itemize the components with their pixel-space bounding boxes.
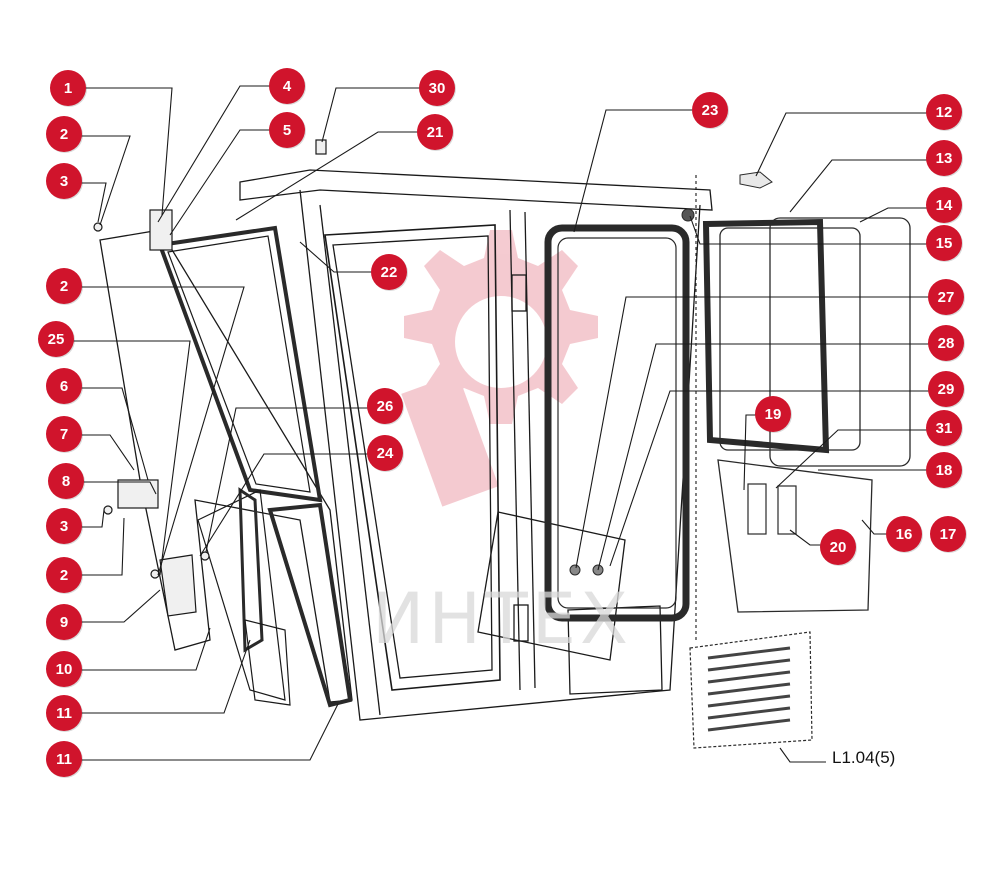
left-door (99, 225, 353, 708)
callout-9[interactable]: 9 (46, 604, 82, 640)
callout-28[interactable]: 28 (928, 325, 964, 361)
callout-4[interactable]: 4 (269, 68, 305, 104)
callout-2-top[interactable]: 2 (46, 116, 82, 152)
callout-17[interactable]: 17 (930, 516, 966, 552)
callout-13[interactable]: 13 (926, 140, 962, 176)
callout-6[interactable]: 6 (46, 368, 82, 404)
callout-26[interactable]: 26 (367, 388, 403, 424)
callout-16[interactable]: 16 (886, 516, 922, 552)
reference-label: L1.04(5) (832, 748, 896, 767)
watermark-text: ИНТЕХ (372, 578, 632, 660)
leader-lines (72, 85, 930, 763)
callout-2-bottom[interactable]: 2 (46, 557, 82, 593)
callout-25[interactable]: 25 (38, 321, 74, 357)
callout-11-bottom[interactable]: 11 (46, 741, 82, 777)
callout-31[interactable]: 31 (926, 410, 962, 446)
callout-10[interactable]: 10 (46, 651, 82, 687)
callout-5[interactable]: 5 (269, 112, 305, 148)
callout-18[interactable]: 18 (926, 452, 962, 488)
callout-19[interactable]: 19 (755, 396, 791, 432)
callout-11-top[interactable]: 11 (46, 695, 82, 731)
left-hinges (93, 139, 327, 617)
callout-20[interactable]: 20 (820, 529, 856, 565)
ventilation-grille (689, 631, 813, 749)
callout-22[interactable]: 22 (371, 254, 407, 290)
callout-12[interactable]: 12 (926, 94, 962, 130)
callout-30[interactable]: 30 (419, 70, 455, 106)
callout-24[interactable]: 24 (367, 435, 403, 471)
callout-29[interactable]: 29 (928, 371, 964, 407)
callout-3-top[interactable]: 3 (46, 163, 82, 199)
callout-27[interactable]: 27 (928, 279, 964, 315)
callout-1[interactable]: 1 (50, 70, 86, 106)
callout-3-bottom[interactable]: 3 (46, 508, 82, 544)
callout-2-middle[interactable]: 2 (46, 268, 82, 304)
callout-8[interactable]: 8 (48, 463, 84, 499)
right-door (681, 171, 911, 613)
callout-14[interactable]: 14 (926, 187, 962, 223)
callout-23[interactable]: 23 (692, 92, 728, 128)
callout-7[interactable]: 7 (46, 416, 82, 452)
central-window (544, 224, 690, 622)
callout-21[interactable]: 21 (417, 114, 453, 150)
cab-body (239, 169, 713, 721)
watermark-gear-icon (401, 230, 598, 507)
callout-15[interactable]: 15 (926, 225, 962, 261)
